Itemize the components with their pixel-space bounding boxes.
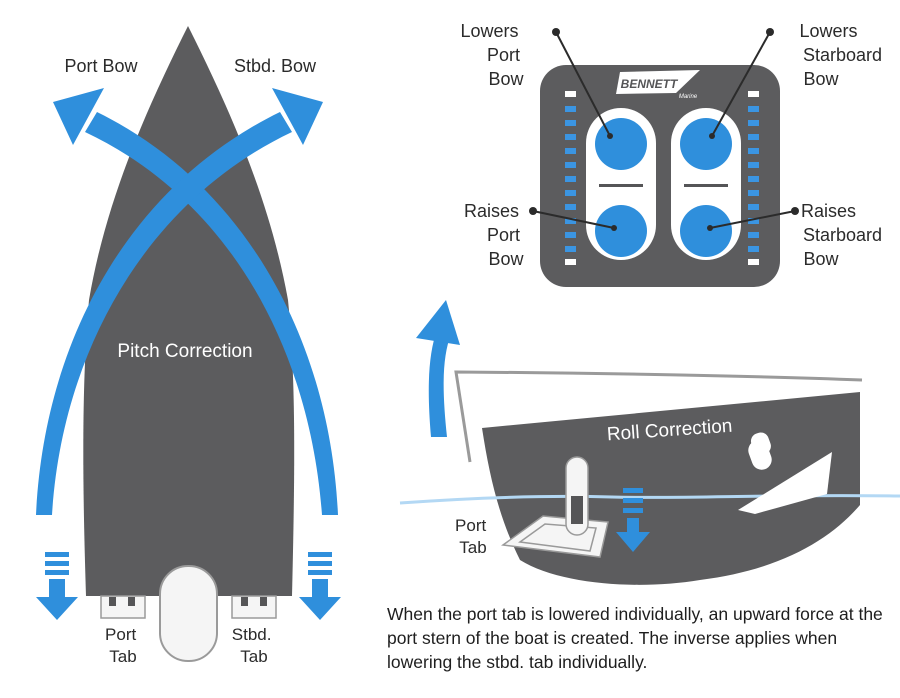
lowers-starboard-bow-label: Lowers Starboard Bow [799,21,887,89]
port-down-arrow-icon [36,552,78,620]
stbd-down-arrow-icon [299,552,341,620]
callout-leader-lines [529,28,799,231]
boat-hull-top-view [83,26,295,596]
pitch-arrow-stbd-bow [36,88,323,515]
bennett-marine-logo: BENNETT Marine [616,70,700,100]
lower-port-bow-button[interactable] [595,118,647,170]
port-bow-label: Port Bow [64,56,138,76]
lower-starboard-bow-button[interactable] [680,118,732,170]
pitch-correction-illustration: Port Bow Stbd. Bow Pitch Correction Port… [36,26,341,666]
port-rocker-switch[interactable] [586,108,656,260]
roll-up-arrow-icon [416,300,460,437]
svg-text:BENNETT: BENNETT [621,77,679,91]
pitch-correction-label: Pitch Correction [117,341,252,362]
left-led-indicator-column [565,91,576,265]
stbd-tab-label: Stbd. Tab [232,625,276,666]
boat-deck-outline [454,370,863,463]
roll-correction-caption: When the port tab is lowered individuall… [387,604,883,672]
trim-tab-control-panel: BENNETT Marine [460,21,887,287]
stbd-bow-label: Stbd. Bow [234,56,317,76]
raise-port-bow-button[interactable] [595,205,647,257]
starboard-trim-tab-side [738,432,832,514]
stbd-trim-tab [231,595,277,619]
roll-down-arrow-icon [616,488,650,552]
svg-text:Marine: Marine [679,94,698,100]
raise-starboard-bow-button[interactable] [680,205,732,257]
port-trim-tab [100,595,146,619]
port-trim-tab-side [501,456,609,558]
lowers-port-bow-label: Lowers Port Bow [460,21,525,89]
roll-correction-illustration: Roll Correction Port Tab [399,300,900,585]
outboard-motor [159,565,218,662]
starboard-rocker-switch[interactable] [671,108,741,260]
roll-port-tab-label: Port Tab [455,516,491,557]
raises-port-bow-label: Raises Port Bow [464,201,525,269]
pitch-arrow-port-bow [53,88,338,515]
raises-starboard-bow-label: Raises Starboard Bow [801,201,887,269]
port-tab-label: Port Tab [105,625,141,666]
right-led-indicator-column [748,91,759,265]
